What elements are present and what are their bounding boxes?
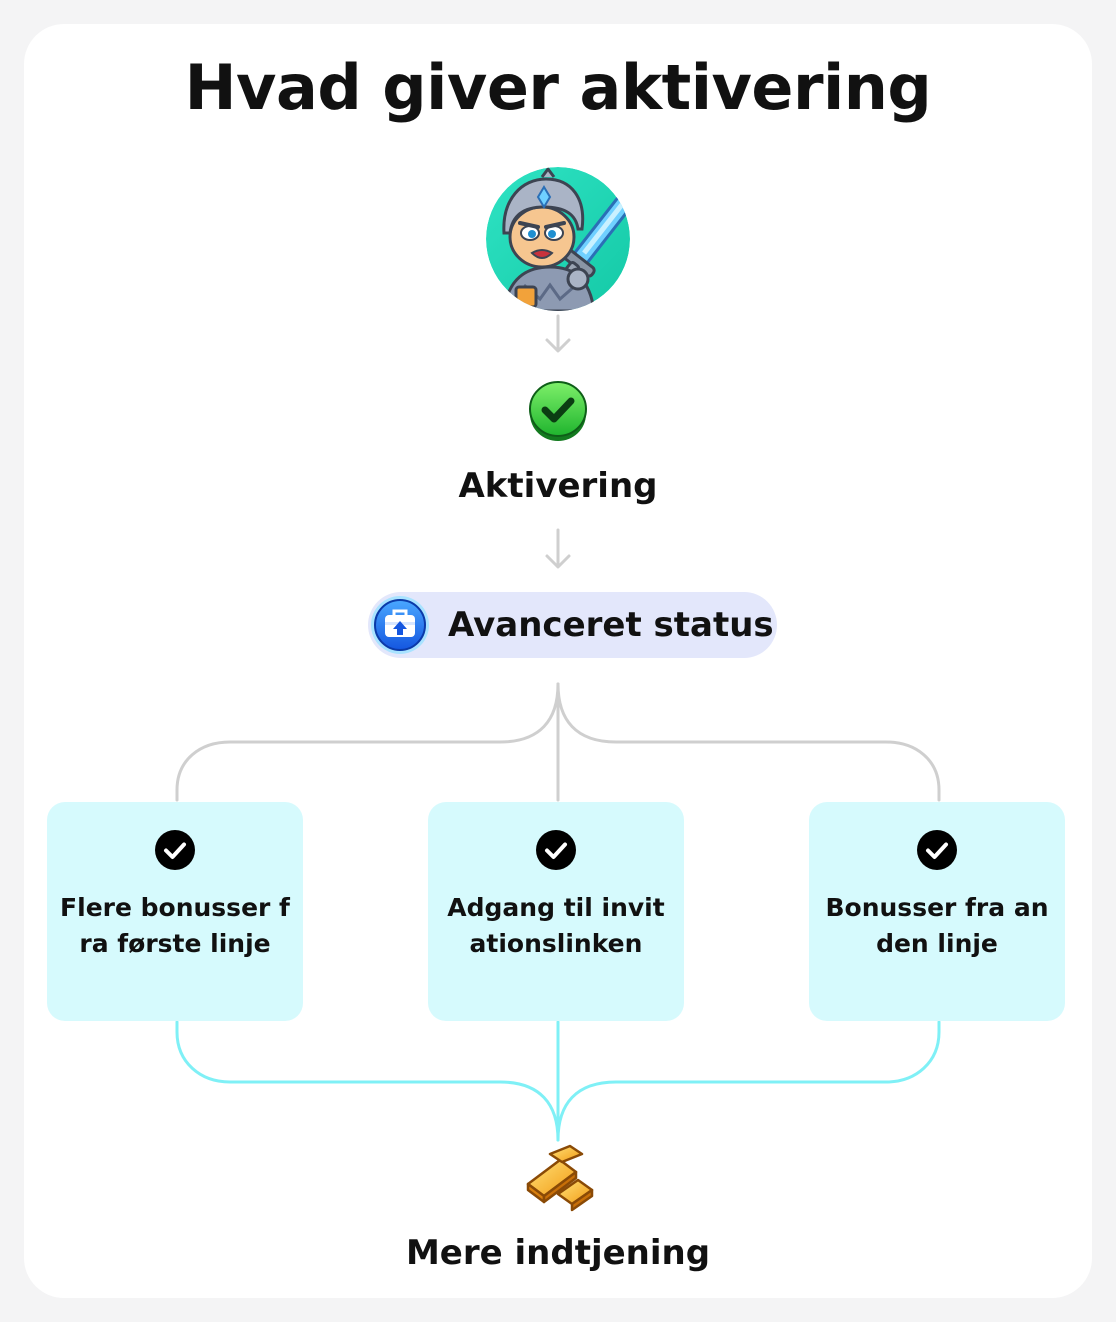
advanced-status-label: Avanceret status xyxy=(448,605,774,645)
benefit-label: Bonusser fra anden linje xyxy=(825,893,1049,958)
advanced-status-pill: Avanceret status xyxy=(368,592,777,658)
check-circle-icon xyxy=(155,830,195,870)
knight-avatar xyxy=(486,167,630,311)
check-circle-icon xyxy=(917,830,957,870)
branch-left xyxy=(175,682,560,802)
merge-right xyxy=(556,1020,941,1142)
benefit-label: Adgang til invitationslinken xyxy=(447,893,665,958)
activation-check-icon xyxy=(527,378,589,442)
briefcase-upgrade-icon xyxy=(370,595,430,655)
gold-bars-icon xyxy=(520,1144,596,1212)
benefit-second-line-bonuses: Bonusser fra anden linje xyxy=(809,802,1065,1021)
page-title: Hvad giver aktivering xyxy=(184,51,932,124)
knight-avatar-icon xyxy=(486,167,630,311)
merge-left xyxy=(175,1020,560,1142)
benefit-invitation-link-access: Adgang til invitationslinken xyxy=(428,802,684,1021)
more-earnings-label: Mere indtjening xyxy=(405,1233,711,1273)
activation-label: Aktivering xyxy=(458,466,658,506)
benefit-label: Flere bonusser fra første linje xyxy=(60,893,290,958)
benefit-first-line-bonuses: Flere bonusser fra første linje xyxy=(47,802,303,1021)
check-circle-icon xyxy=(536,830,576,870)
branch-right xyxy=(556,682,941,802)
